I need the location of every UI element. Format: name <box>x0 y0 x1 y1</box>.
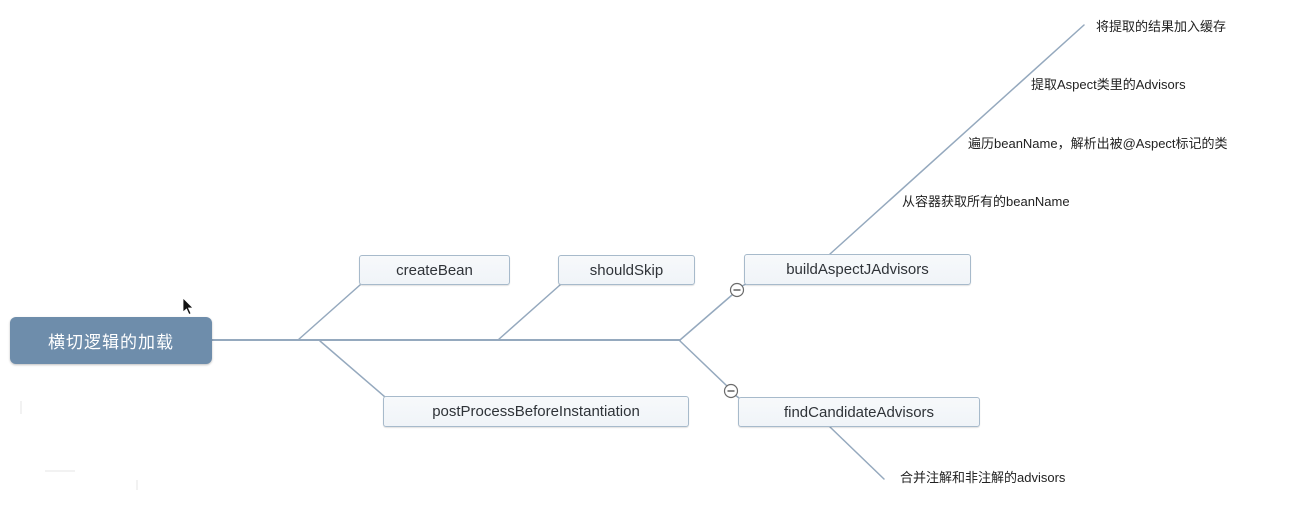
minus-circle-icon[interactable] <box>729 282 745 298</box>
topic-post-process-before-instantiation[interactable]: postProcessBeforeInstantiation <box>383 396 689 427</box>
topic-label: findCandidateAdvisors <box>783 403 935 421</box>
minus-circle-icon[interactable] <box>723 383 739 399</box>
topic-build-aspectj-advisors[interactable]: buildAspectJAdvisors <box>744 254 971 285</box>
topic-label: createBean <box>396 261 473 279</box>
topic-label: buildAspectJAdvisors <box>786 261 929 278</box>
topic-create-bean[interactable]: createBean <box>359 255 510 285</box>
root-topic-label: 横切逻辑的加载 <box>48 333 174 352</box>
build-subtopic-spine <box>829 24 1085 255</box>
subtopic-iterate-bean-names[interactable]: 遍历beanName，解析出被@Aspect标记的类 <box>968 136 1228 151</box>
subtopic-extract-advisors[interactable]: 提取Aspect类里的Advisors <box>1031 77 1186 92</box>
connector-create-bean <box>297 284 361 341</box>
mouse-cursor-icon <box>182 297 194 316</box>
connector-should-skip <box>497 284 561 341</box>
connector-build-aspectj-advisors <box>679 294 733 341</box>
faint-artifact-marks <box>20 401 138 490</box>
topic-find-candidate-advisors[interactable]: findCandidateAdvisors <box>738 397 980 427</box>
connector-post-process <box>319 340 386 398</box>
subtopic-get-all-bean-names[interactable]: 从容器获取所有的beanName <box>902 194 1070 209</box>
subtopic-add-to-cache[interactable]: 将提取的结果加入缓存 <box>1096 19 1227 34</box>
connector-find-candidate-advisors <box>679 340 728 387</box>
topic-label: shouldSkip <box>589 261 664 279</box>
topic-label: postProcessBeforeInstantiation <box>432 403 640 420</box>
topic-should-skip[interactable]: shouldSkip <box>558 255 695 285</box>
subtopic-merge-advisors[interactable]: 合并注解和非注解的advisors <box>900 470 1066 485</box>
root-topic[interactable]: 横切逻辑的加载 <box>10 317 212 364</box>
find-subtopic-spine <box>829 426 885 480</box>
